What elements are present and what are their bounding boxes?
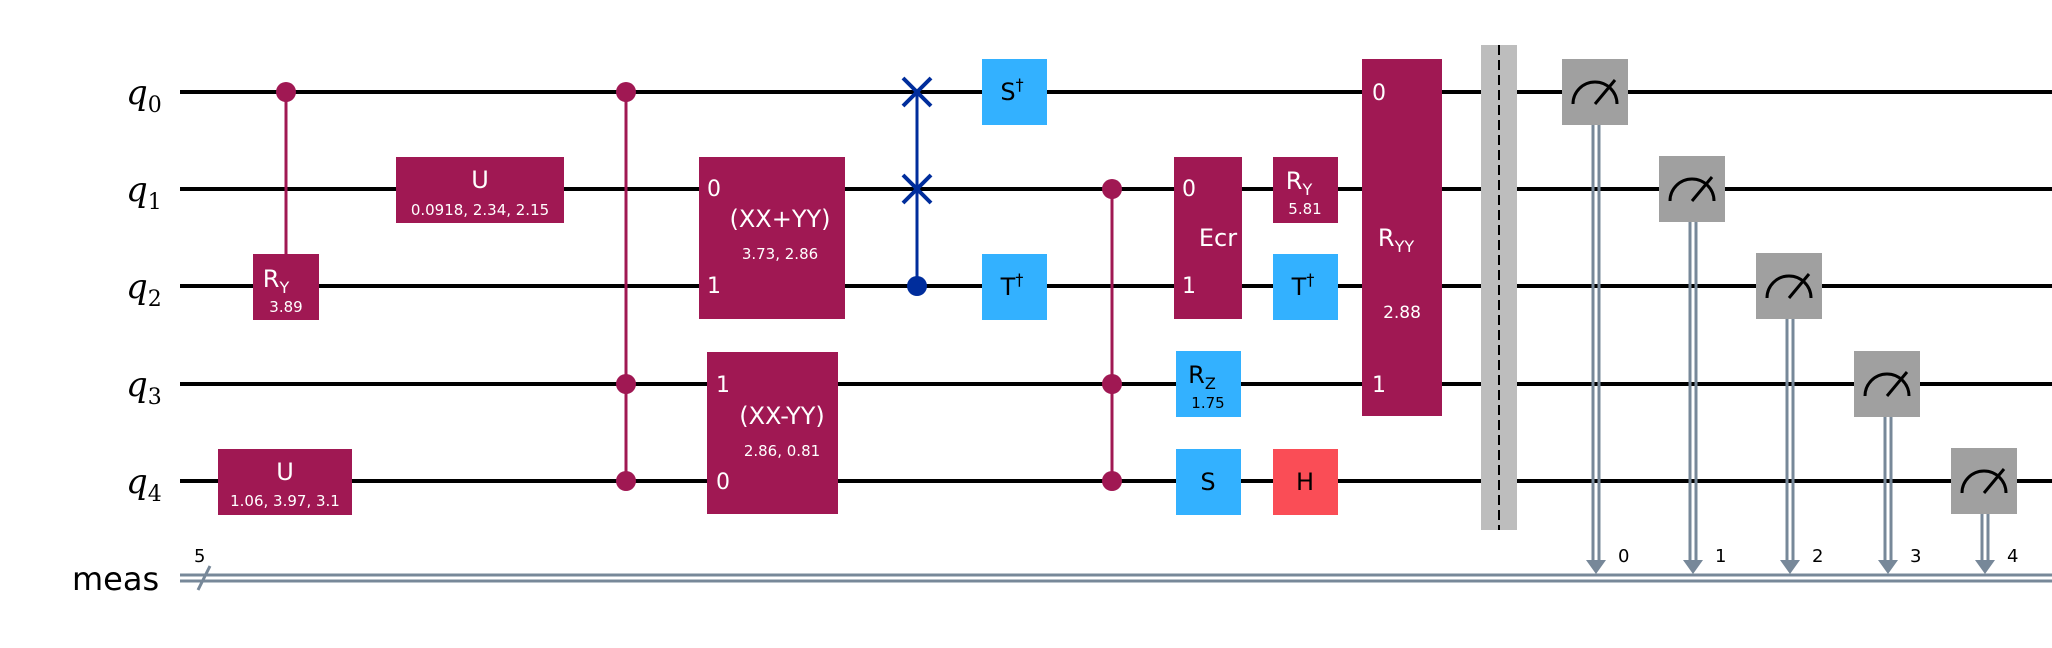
- swap-x-q1: [901, 173, 933, 205]
- xx-plus-yy-label: (XX+YY): [729, 205, 830, 233]
- ecr-gate[interactable]: [1174, 157, 1242, 319]
- swap-x-q0: [901, 76, 933, 108]
- measure-bit-label-0: 0: [1618, 546, 1629, 567]
- classical-register-size: 5: [194, 546, 205, 567]
- classical-register-label: meas: [72, 560, 159, 598]
- xx-minus-yy-gate[interactable]: [707, 352, 838, 514]
- measure-q4[interactable]: [1951, 448, 2017, 574]
- measure-q1[interactable]: [1659, 156, 1725, 574]
- cswap-control-dot: [907, 276, 927, 296]
- ry-gate-q1-param: 5.81: [1288, 200, 1321, 218]
- measure-q0[interactable]: [1562, 59, 1628, 574]
- s-gate[interactable]: [1176, 449, 1241, 515]
- cry-control-dot: [276, 82, 296, 102]
- u-gate-q1-label: U: [471, 166, 489, 194]
- tdg-gate-q2b-label: T†: [1291, 270, 1315, 301]
- qubit-label-q3: q3: [126, 365, 162, 410]
- xx-minus-yy-port-bottom: 0: [716, 470, 730, 495]
- s-gate-label: S: [1200, 468, 1215, 496]
- ecr-label: Ecr: [1199, 224, 1237, 252]
- cry-gate-label: RY: [263, 265, 290, 297]
- ccz-dot-q3: [616, 374, 636, 394]
- ryy-gate[interactable]: [1362, 59, 1442, 416]
- ccz2-dot-q4: [1102, 471, 1122, 491]
- h-gate-label: H: [1296, 468, 1314, 496]
- qubit-label-q1: q1: [126, 170, 162, 215]
- ry-gate-q1-label: RY: [1286, 167, 1313, 199]
- sdg-gate-label: S†: [1000, 75, 1023, 106]
- bus-slash: [196, 565, 212, 591]
- measure-bit-label-4: 4: [2007, 546, 2018, 567]
- measure-bit-label-2: 2: [1812, 546, 1823, 567]
- tdg-gate-q2[interactable]: [982, 254, 1047, 320]
- h-gate[interactable]: [1273, 449, 1338, 515]
- xx-plus-yy-gate[interactable]: [699, 157, 845, 319]
- xx-minus-yy-label: (XX-YY): [739, 402, 825, 430]
- qubit-label-q2: q2: [126, 267, 162, 312]
- ryy-port-top: 0: [1372, 81, 1386, 106]
- rz-gate-label: RZ: [1188, 361, 1216, 393]
- tdg-gate-q2b[interactable]: [1273, 254, 1338, 320]
- ccz-dot-q0: [616, 82, 636, 102]
- ryy-param: 2.88: [1383, 303, 1421, 323]
- ryy-port-bottom: 1: [1372, 373, 1386, 398]
- qubit-label-q0: q0: [126, 73, 162, 118]
- u-gate-q1-param: 0.0918, 2.34, 2.15: [411, 201, 549, 219]
- cry-gate-param: 3.89: [269, 298, 302, 316]
- u-gate-q4[interactable]: [218, 449, 352, 515]
- u-gate-q4-label: U: [276, 458, 294, 486]
- ccz-dot-q4: [616, 471, 636, 491]
- ecr-port-top: 0: [1182, 177, 1196, 202]
- xx-minus-yy-port-top: 1: [716, 373, 730, 398]
- xx-plus-yy-port-top: 0: [707, 177, 721, 202]
- xx-plus-yy-port-bottom: 1: [707, 274, 721, 299]
- tdg-gate-q2-label: T†: [1000, 270, 1024, 301]
- qubit-label-q4: q4: [126, 462, 162, 507]
- measure-bit-label-3: 3: [1910, 546, 1921, 567]
- ccz2-dot-q3: [1102, 374, 1122, 394]
- xx-plus-yy-param: 3.73, 2.86: [742, 245, 818, 263]
- cry-gate[interactable]: [253, 254, 319, 320]
- measure-bit-label-1: 1: [1715, 546, 1726, 567]
- rz-gate[interactable]: [1176, 351, 1241, 417]
- ecr-port-bottom: 1: [1182, 274, 1196, 299]
- ry-gate-q1[interactable]: [1273, 157, 1338, 223]
- ryy-label: RYY: [1378, 224, 1414, 256]
- rz-gate-param: 1.75: [1191, 394, 1224, 412]
- measure-q3[interactable]: [1854, 351, 1920, 574]
- u-gate-q1[interactable]: [396, 157, 564, 223]
- measure-q2[interactable]: [1756, 253, 1822, 574]
- xx-minus-yy-param: 2.86, 0.81: [744, 442, 820, 460]
- sdg-gate[interactable]: [982, 59, 1047, 125]
- u-gate-q4-param: 1.06, 3.97, 3.1: [230, 492, 340, 510]
- ccz2-dot-q1: [1102, 179, 1122, 199]
